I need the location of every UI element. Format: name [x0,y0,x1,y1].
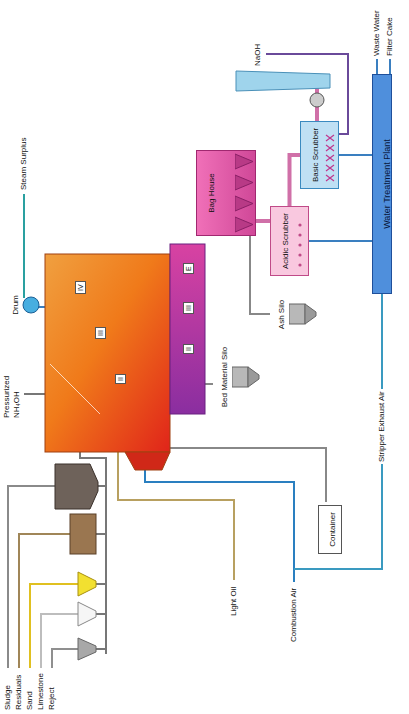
stage-number: II [183,344,194,354]
residuals-line [19,534,70,668]
stream-label: Combustion Air [289,588,299,642]
stage-number: III [95,327,106,339]
silo-symbol [232,363,260,391]
duct-connector [309,240,372,242]
stage-number: III [183,302,194,314]
drum-symbol [22,296,40,314]
fan [310,93,324,107]
stream-label: Waste Water [372,10,382,56]
silo-symbol [289,301,317,329]
node-label: Bag House [207,173,217,213]
stream-label: Pressurized NH₄OH [2,364,22,418]
drop-line [96,533,106,535]
spray-stages [324,128,336,182]
sludge-line [8,486,55,668]
steam-line [23,194,25,298]
reject-line [52,649,78,668]
drop-line [96,613,106,615]
sludge-bunker [55,464,98,509]
silo-cone [248,367,259,387]
packing-bed [294,213,306,269]
stream-label: NaOH [253,44,263,66]
stream-label: Sludge [3,685,13,710]
stage-number: IV [75,281,86,294]
packing-dot [298,233,301,236]
filter-cake-line [389,59,391,74]
container-line [170,448,326,502]
packing-cross [326,165,334,171]
silo-body [289,305,305,325]
packing-cross [326,175,334,181]
packing-dot [298,243,301,246]
ash-line [250,236,270,314]
waste-water-line [376,59,378,74]
packing-cross [326,135,334,141]
stream-label: Residuals [14,675,24,710]
stream-label: Reject [47,687,57,710]
boiler-furnace [45,254,170,452]
stream-label: Limestone [36,673,46,710]
feed-lines [8,54,390,668]
residuals-bin [70,514,96,554]
node-label: Acidic Scrubber [281,213,291,269]
convective-pass [170,244,205,414]
packing-cross [326,155,334,161]
acidic-scrubber: Acidic Scrubber [270,206,309,276]
hopper [235,175,253,190]
drop-line [96,583,106,585]
container-box: Container [318,505,342,554]
furnace-bottom [125,452,170,470]
bed-material-silo: Bed Material Silo [213,340,260,414]
boiler-wall [50,364,100,414]
stage-number: E [183,263,194,274]
steam-drum: Drum [4,288,40,322]
limestone-line [41,614,78,668]
node-label: Container [328,512,338,547]
packing-dot [298,223,301,226]
water-treatment-plant: Water Treatment Plant [372,74,392,294]
light-oil-line [118,452,234,580]
limestone-hopper [78,602,96,626]
node-label: Bed Material Silo [220,347,230,407]
drum-circle [23,297,39,313]
stream-label: Sand [25,691,35,710]
filter-hoppers [235,151,255,235]
stream-label: Filter Cake [385,17,395,56]
packing-cross [326,145,334,151]
stage-number: II [115,374,126,384]
node-label: Basic Scrubber [311,128,321,182]
chimney [236,71,330,91]
duct-connector [290,155,301,206]
stream-label: Steam Surplus [19,138,29,190]
node-label: Water Treatment Plant [382,139,393,229]
combustion-air-line [145,470,294,582]
bed-line [205,383,213,385]
silo-cone [305,305,316,325]
hopper [235,154,253,169]
node-label: Drum [11,295,21,315]
reject-hopper [78,638,96,660]
hopper [235,217,253,232]
duct-connector [256,219,270,223]
hopper [235,196,253,211]
drop-line [96,648,106,650]
stream-label: Light Oil [229,587,239,616]
drop-line [98,485,106,487]
ash-silo: Ash Silo [270,293,317,336]
stream-label: Stripper Exhaust Air [377,389,387,464]
bag-house: Bag House [196,150,256,236]
silo-body [232,367,248,387]
sand-hopper [78,572,96,596]
packing-dot [298,263,301,266]
node-label: Ash Silo [277,300,287,329]
sand-line [30,584,78,668]
stripper-line [294,294,382,569]
duct-connector [339,154,372,156]
packing-dot [298,253,301,256]
nh4oh-line [24,393,45,395]
basic-scrubber: Basic Scrubber [300,121,339,189]
